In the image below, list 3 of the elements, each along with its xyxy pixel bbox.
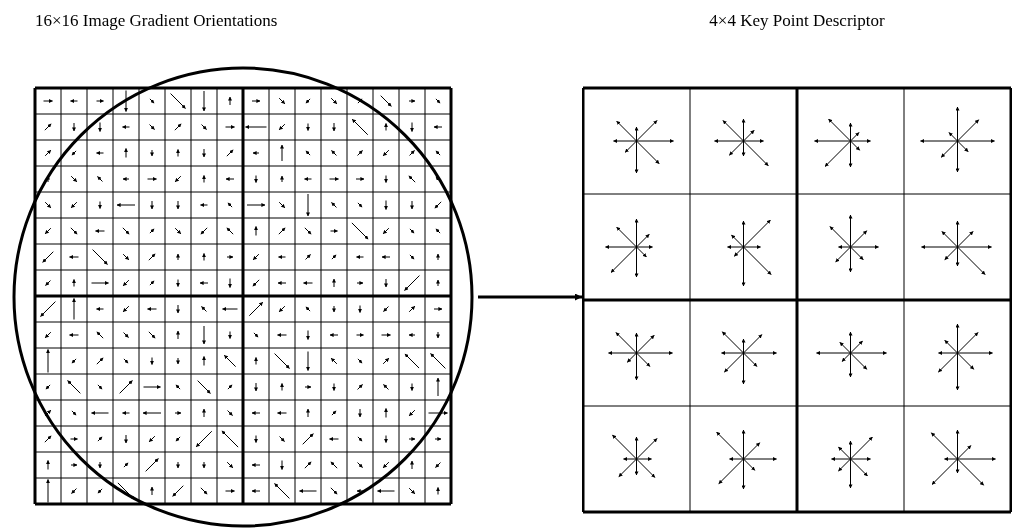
node-label: 4×4 Key Point Descriptor	[709, 10, 885, 32]
arrow	[478, 293, 582, 301]
node-label: 16×16 Image Gradient Orientations	[35, 10, 278, 32]
